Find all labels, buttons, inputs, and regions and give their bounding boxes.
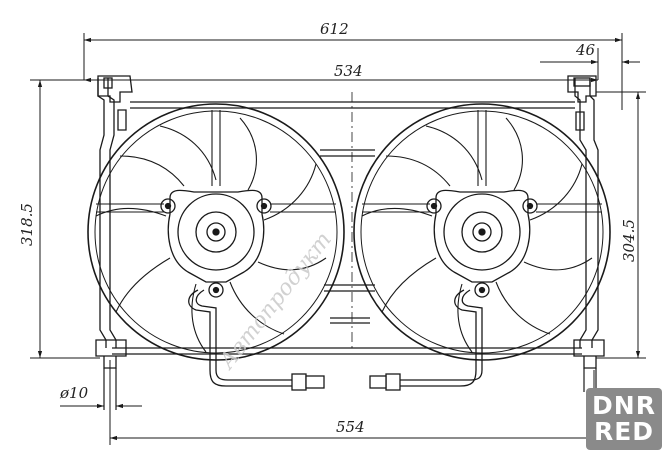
wiring — [188, 289, 483, 387]
logo-line-2: RED — [593, 417, 655, 446]
right-fan-motor — [426, 189, 538, 298]
dim-318-5-label: 318.5 — [18, 203, 36, 246]
left-fan-blades — [95, 117, 327, 353]
right-fan-struts — [362, 110, 602, 213]
right-connector-a — [385, 373, 401, 391]
dimension-pin-diameter: ø10 — [59, 384, 142, 409]
dim-pin-label: ø10 — [59, 384, 89, 402]
dim-554-label: 554 — [336, 418, 365, 436]
left-fan-motor — [160, 189, 272, 298]
connectors — [291, 373, 401, 391]
left-connector-b — [305, 375, 325, 389]
dim-612-label: 612 — [320, 20, 349, 38]
dimension-554: 554 — [109, 360, 595, 445]
right-connector-b — [369, 375, 387, 389]
dimension-534: 534 — [84, 62, 598, 83]
dimension-318-5: 318.5 — [18, 79, 100, 359]
left-fan-struts — [96, 110, 336, 213]
dimension-612: 612 — [83, 20, 623, 110]
dnr-red-logo: DNR RED — [586, 388, 662, 450]
dim-534-label: 534 — [334, 62, 363, 80]
mount-pins — [103, 368, 597, 410]
right-fan-blades — [361, 117, 593, 353]
watermark: Автопродукт — [214, 228, 337, 376]
logo-line-1: DNR — [592, 391, 656, 420]
dim-46-label: 46 — [575, 41, 596, 59]
left-connector-a — [291, 373, 307, 391]
dimension-46: 46 — [540, 41, 640, 80]
watermark-text: Автопродукт — [214, 228, 337, 376]
dimension-304-5: 304.5 — [596, 91, 646, 359]
dim-304-5-label: 304.5 — [620, 219, 638, 262]
fan-frame — [97, 78, 599, 355]
mount-brackets — [95, 75, 605, 369]
